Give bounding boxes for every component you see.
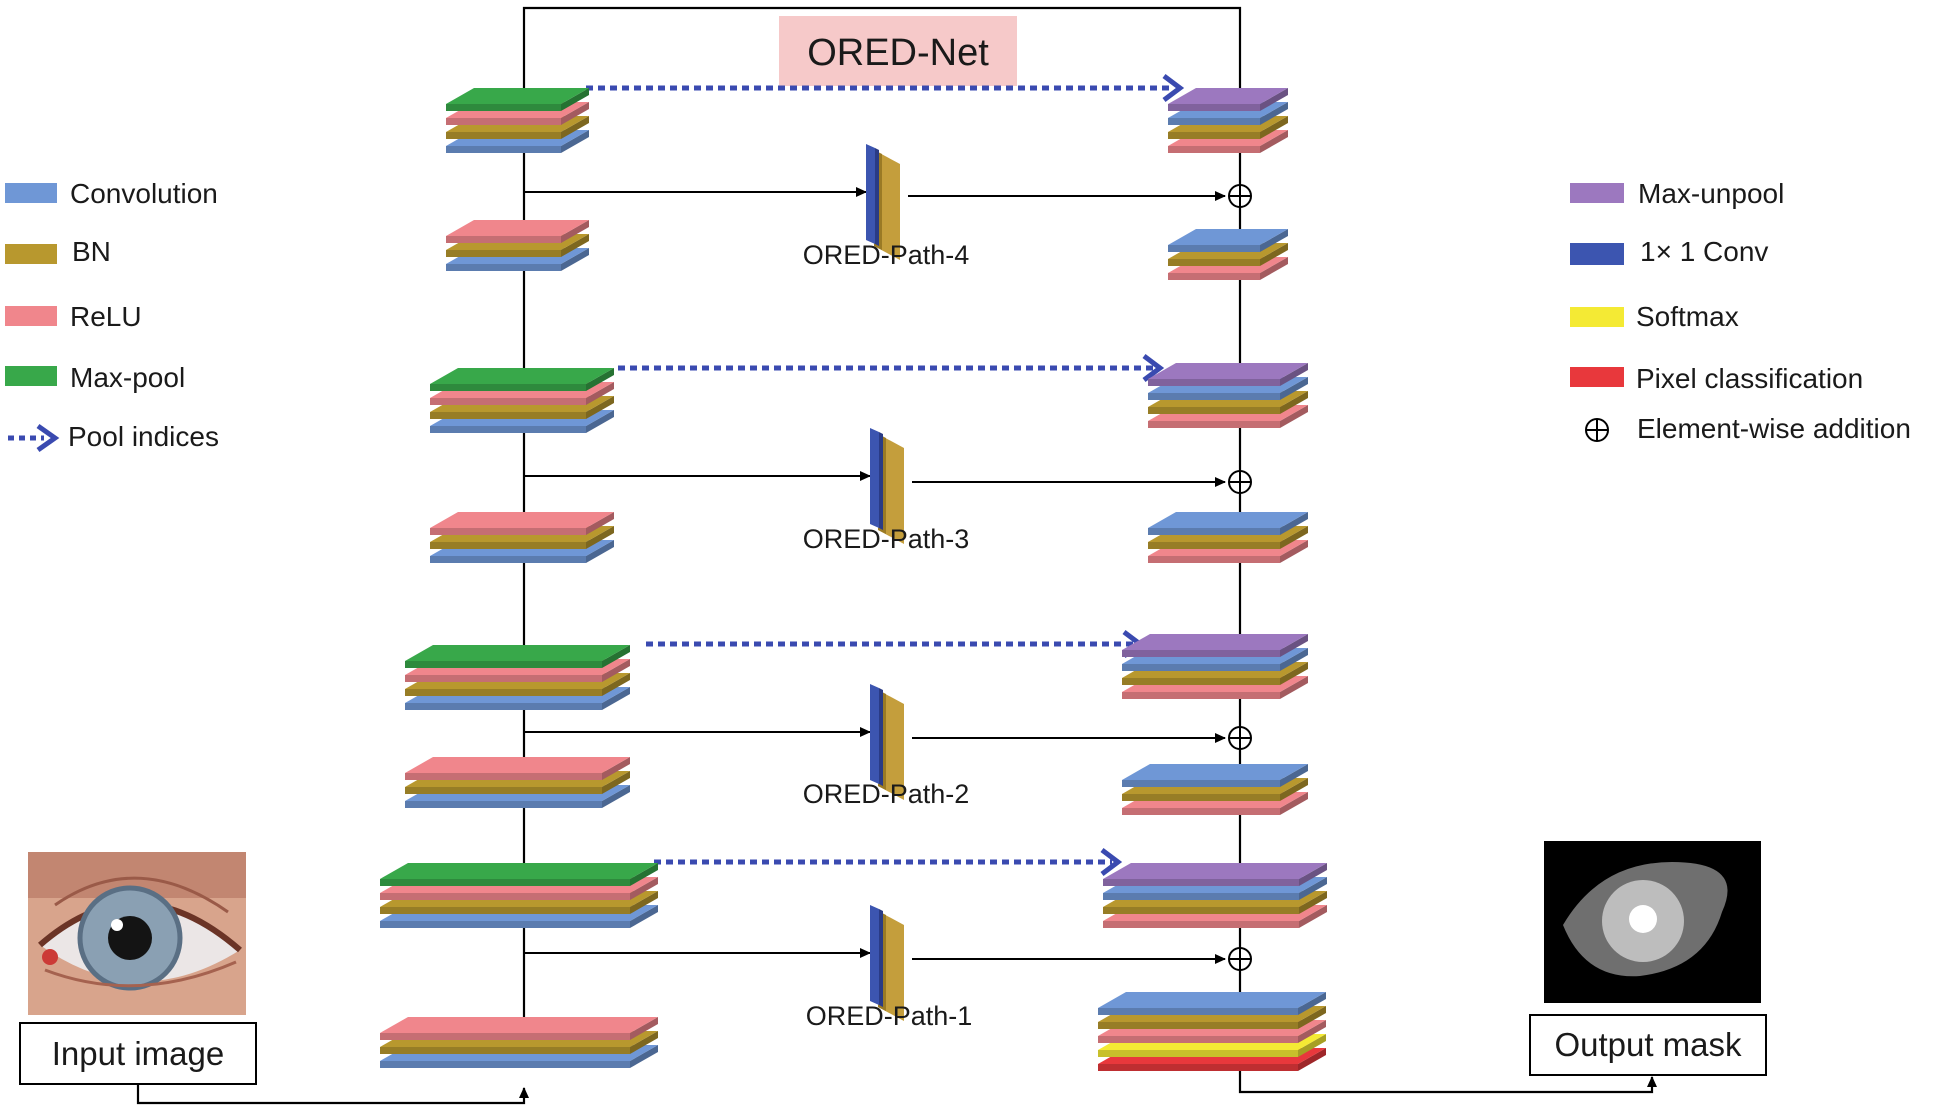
legend-label-softmax: Softmax xyxy=(1636,301,1739,332)
legend-label-max-unpool: Max-unpool xyxy=(1638,178,1784,209)
title-box xyxy=(779,16,1017,86)
legend-pool-indices-arrowhead xyxy=(36,423,60,453)
decoder-block-5-layer-unpool xyxy=(1122,634,1308,657)
legend-label-element-wise-addition: Element-wise addition xyxy=(1637,413,1911,444)
conv1x1-block-1 xyxy=(870,905,904,1021)
pool-index-arrow-1 xyxy=(586,74,1185,102)
output-label: Output mask xyxy=(1554,1026,1742,1063)
skip-paths xyxy=(524,144,1226,1021)
pool-index-arrow-4 xyxy=(654,848,1123,876)
encoder-block-1-layer-maxpool xyxy=(446,88,589,111)
decoder-block-5 xyxy=(1122,634,1308,699)
decoder-block-2 xyxy=(1168,229,1288,280)
decoder-block-7 xyxy=(1103,863,1327,928)
legend-label-pool-indices: Pool indices xyxy=(68,421,219,452)
ored-path-3 xyxy=(524,428,1226,544)
encoder-block-7-layer-maxpool xyxy=(380,863,658,886)
encoder-block-2 xyxy=(446,220,589,271)
legend-swatch-max-unpool xyxy=(1570,183,1624,203)
input-label: Input image xyxy=(52,1035,224,1072)
legend-swatch-pixel-classification xyxy=(1570,367,1624,387)
encoder-block-3 xyxy=(430,368,614,433)
decoder-block-7-layer-unpool xyxy=(1103,863,1327,886)
element-wise-addition-1 xyxy=(1228,947,1252,971)
conv1x1-block-2 xyxy=(870,684,904,800)
encoder-block-5 xyxy=(405,645,630,710)
legend-label-pixel-classification: Pixel classification xyxy=(1636,363,1863,394)
ored-path-2 xyxy=(524,684,1226,800)
decoder-block-6-layer-conv xyxy=(1122,764,1308,787)
decoder-block-3-layer-unpool xyxy=(1148,363,1308,386)
ored-path-4 xyxy=(524,144,1226,260)
legend-right: Max-unpool 1× 1 Conv Softmax Pixel class… xyxy=(1570,178,1911,444)
decoder-block-3 xyxy=(1148,363,1308,428)
path-label-4: ORED-Path-4 xyxy=(803,240,970,270)
legend-left: Convolution BN ReLU Max-pool Pool indice… xyxy=(5,178,219,453)
ored-path-1 xyxy=(524,905,1226,1021)
decoder-block-4-layer-conv xyxy=(1148,512,1308,535)
input-label-box xyxy=(19,1022,257,1085)
legend-swatch-convolution xyxy=(5,183,57,203)
element-wise-addition-2 xyxy=(1228,726,1252,750)
addition-nodes xyxy=(1228,184,1252,971)
encoder-block-2-layer-relu xyxy=(446,220,589,243)
pool-index-arrow-3 xyxy=(646,630,1145,658)
pool-index-arrow-2 xyxy=(618,354,1165,382)
legend-label-bn: BN xyxy=(72,236,111,267)
legend-addition-icon xyxy=(1585,418,1609,442)
decoder-block-4 xyxy=(1148,512,1308,563)
legend-label-convolution: Convolution xyxy=(70,178,218,209)
decoder-block-1-layer-unpool xyxy=(1168,88,1288,111)
encoder-block-8 xyxy=(380,1017,658,1068)
decoder-block-2-layer-conv xyxy=(1168,229,1288,252)
encoder-block-5-layer-maxpool xyxy=(405,645,630,668)
encoder-block-6 xyxy=(405,757,630,808)
encoder xyxy=(380,88,658,1068)
pool-index-arrows xyxy=(586,74,1185,876)
legend-swatch-relu xyxy=(5,306,57,326)
decoder xyxy=(1098,88,1327,1071)
legend-swatch-bn xyxy=(5,244,57,264)
encoder-block-3-layer-maxpool xyxy=(430,368,614,391)
legend-swatch-softmax xyxy=(1570,307,1624,327)
input-eye-image xyxy=(28,852,246,1015)
path-label-1: ORED-Path-1 xyxy=(806,1001,973,1031)
legend-swatch-1x1-conv xyxy=(1570,243,1624,265)
encoder-block-7 xyxy=(380,863,658,928)
encoder-block-4-layer-relu xyxy=(430,512,614,535)
title-text: ORED-Net xyxy=(807,32,989,74)
conv1x1-block-3 xyxy=(870,428,904,544)
decoder-block-8 xyxy=(1098,992,1326,1071)
conv1x1-block-4 xyxy=(866,144,900,260)
path-label-3: ORED-Path-3 xyxy=(803,524,970,554)
legend-label-1x1-conv: 1× 1 Conv xyxy=(1640,236,1768,267)
encoder-block-8-layer-relu xyxy=(380,1017,658,1040)
encoder-block-6-layer-relu xyxy=(405,757,630,780)
encoder-block-1 xyxy=(446,88,589,153)
encoder-block-4 xyxy=(430,512,614,563)
legend-label-relu: ReLU xyxy=(70,301,142,332)
decoder-block-6 xyxy=(1122,764,1308,815)
output-mask-image xyxy=(1544,841,1761,1003)
element-wise-addition-4 xyxy=(1228,184,1252,208)
output-label-box xyxy=(1529,1014,1767,1076)
legend-swatch-maxpool xyxy=(5,366,57,386)
element-wise-addition-3 xyxy=(1228,470,1252,494)
decoder-block-8-layer-conv xyxy=(1098,992,1326,1015)
decoder-block-1 xyxy=(1168,88,1288,153)
path-label-2: ORED-Path-2 xyxy=(803,779,970,809)
legend-label-maxpool: Max-pool xyxy=(70,362,185,393)
